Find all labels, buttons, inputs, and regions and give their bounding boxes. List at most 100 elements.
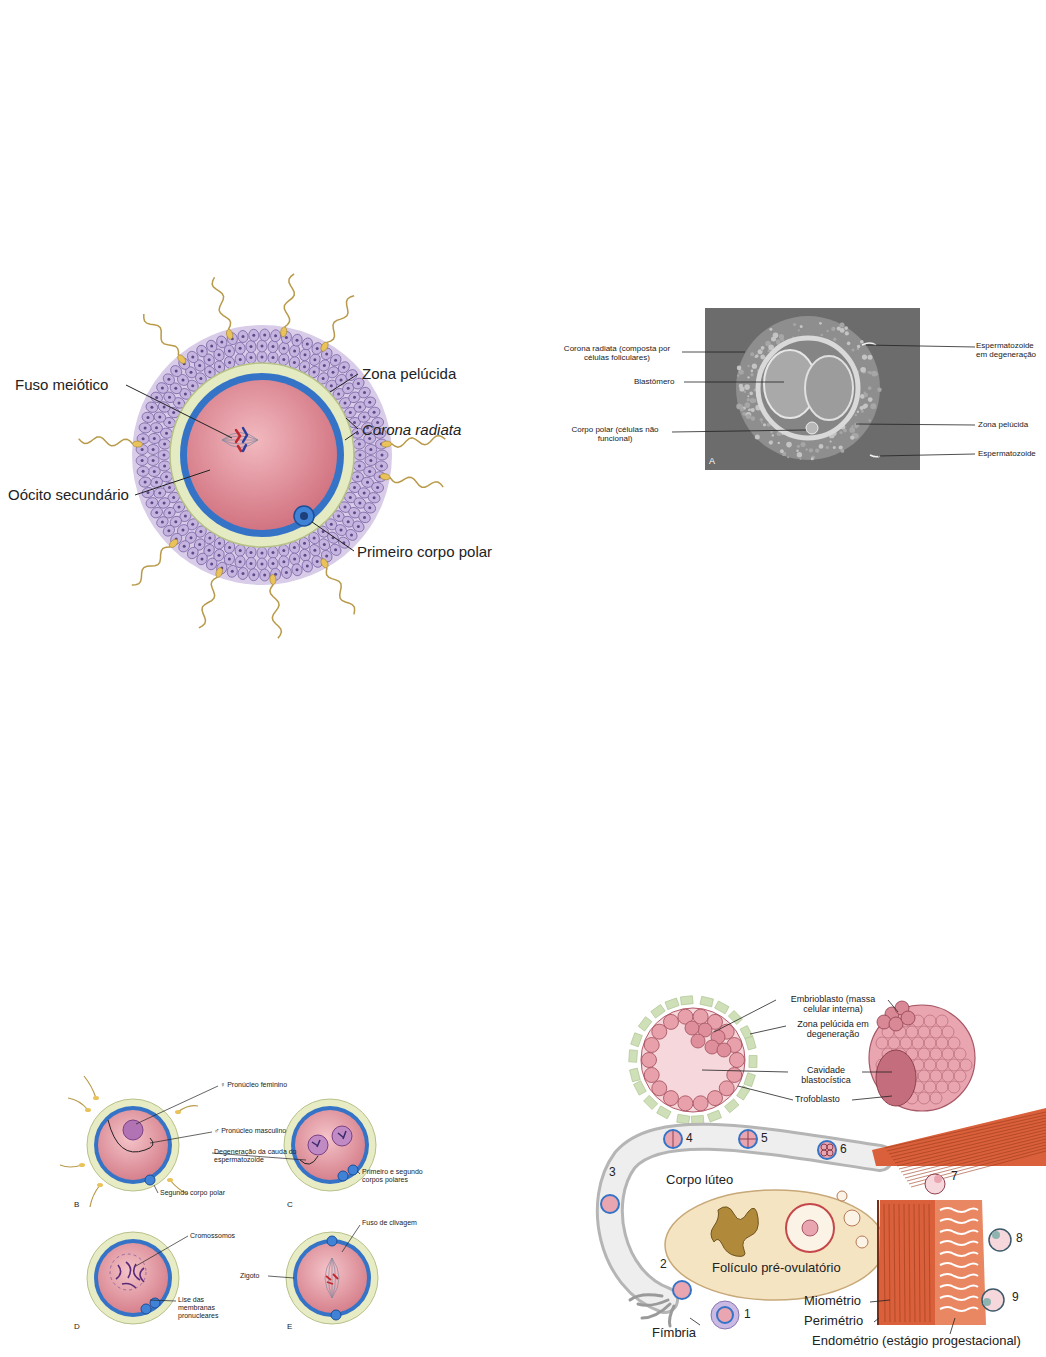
cell-nucleus [334, 359, 337, 362]
cell-nucleus [363, 391, 366, 394]
cell-nucleus [168, 396, 171, 399]
trophoblast-surface-cell [912, 1037, 924, 1049]
preovulatory-follicle [786, 1204, 834, 1252]
trophoblast-surface-cell [942, 1026, 954, 1038]
panel-letter: D [74, 1322, 80, 1331]
corona-speckle [778, 442, 780, 444]
migrating-embryos [601, 1130, 1011, 1329]
corona-speckle [755, 354, 758, 357]
corona-speckle [845, 331, 849, 335]
cell-nucleus [282, 560, 285, 563]
cell-nucleus [163, 502, 166, 505]
endometrial-gland [940, 1307, 978, 1311]
muscle-stripe [907, 1145, 1046, 1181]
corona-speckle [855, 414, 858, 417]
part-label: Trofoblasto [795, 1094, 840, 1104]
follicular-cell [237, 567, 249, 580]
cell-nucleus [250, 356, 253, 359]
corona-speckle [747, 395, 749, 397]
corona-speckle [769, 441, 773, 445]
endometrial-gland [940, 1252, 978, 1256]
cell-nucleus [325, 352, 328, 355]
corona-speckle [761, 346, 765, 350]
sperm-tail [284, 274, 294, 327]
part-label: Miométrio [804, 1294, 861, 1309]
part-label: Zona pelúcida [362, 365, 456, 382]
corona-speckle [751, 370, 754, 373]
corona-speckle [847, 342, 851, 346]
muscle-stripe [905, 1142, 1046, 1178]
embryoblast-bump [901, 1011, 915, 1025]
cell-nucleus [239, 560, 242, 563]
cell-nucleus [368, 470, 371, 473]
cell-nucleus [381, 454, 384, 457]
callout-number: 2 [660, 1258, 667, 1272]
part-label: Corpo polar (células não funcional) [560, 425, 670, 443]
cell-nucleus [210, 562, 213, 565]
cell-nucleus [261, 552, 264, 555]
corona-speckle [819, 322, 822, 325]
corona-speckle [809, 448, 813, 452]
follicular-cell [370, 481, 384, 494]
endometrium [935, 1200, 986, 1325]
corona-speckle [751, 408, 755, 412]
trophoblast-surface-cell [924, 1015, 936, 1027]
cell-nucleus [178, 401, 181, 404]
polar-body [348, 1165, 358, 1175]
zona-fragment [715, 1001, 729, 1014]
cell-nucleus [316, 560, 319, 563]
cell-nucleus [228, 350, 231, 353]
cell-nucleus [228, 361, 231, 364]
sperm-head [79, 1096, 181, 1187]
sperm-tail [79, 437, 133, 446]
cell-nucleus [178, 506, 181, 509]
part-label: Segundo corpo polar [160, 1189, 225, 1197]
corona-speckle [868, 419, 870, 421]
corona-speckle [755, 434, 760, 439]
cell-nucleus [242, 572, 245, 575]
zona-fragment [657, 1106, 671, 1119]
cell-nucleus [373, 411, 376, 414]
early-blastocyst [925, 1174, 945, 1194]
follicular-cell [375, 460, 388, 471]
zygote [601, 1195, 619, 1213]
cell-nucleus [239, 358, 242, 361]
sperm-tail [390, 477, 443, 487]
trophoblast-surface-cell [960, 1059, 972, 1071]
cell-nucleus [190, 371, 193, 374]
part-label: Zona pelúcida em degeneração [788, 1019, 878, 1040]
cell-nucleus [152, 459, 155, 462]
part-label: Espermatozoide em degeneração [976, 341, 1042, 359]
cell-nucleus [325, 555, 328, 558]
endometrial-gland [940, 1296, 978, 1300]
cell-nucleus [356, 475, 359, 478]
follicular-cell [260, 329, 270, 341]
cell-nucleus [252, 573, 255, 576]
follicular-cell [290, 333, 303, 347]
panel-letter: B [74, 1200, 79, 1209]
trophoblast-surface-cell [936, 1059, 948, 1071]
cell-nucleus [163, 443, 166, 446]
cell-nucleus [153, 470, 156, 473]
endometrial-gland [940, 1230, 978, 1234]
follicular-cell [136, 455, 149, 466]
follicular-cell [376, 450, 388, 460]
cell-nucleus [358, 465, 361, 468]
corona-speckle [863, 403, 868, 408]
zona-fragment [665, 998, 679, 1010]
cell-nucleus [322, 377, 325, 380]
muscle-stripe [889, 1118, 1046, 1154]
zona-fragment [631, 1033, 643, 1047]
part-label: Cromossomos [190, 1232, 235, 1240]
cell-nucleus [208, 549, 211, 552]
cell-nucleus [163, 454, 166, 457]
cell-nucleus [191, 356, 194, 359]
cell-nucleus [304, 554, 307, 557]
corona-speckle [737, 366, 742, 371]
leader-line [136, 1086, 360, 1301]
cell-nucleus [323, 543, 326, 546]
follicular-cell [257, 558, 267, 570]
follicular-cell [257, 351, 267, 363]
sperm-tail [270, 585, 282, 639]
cell-nucleus [228, 546, 231, 549]
